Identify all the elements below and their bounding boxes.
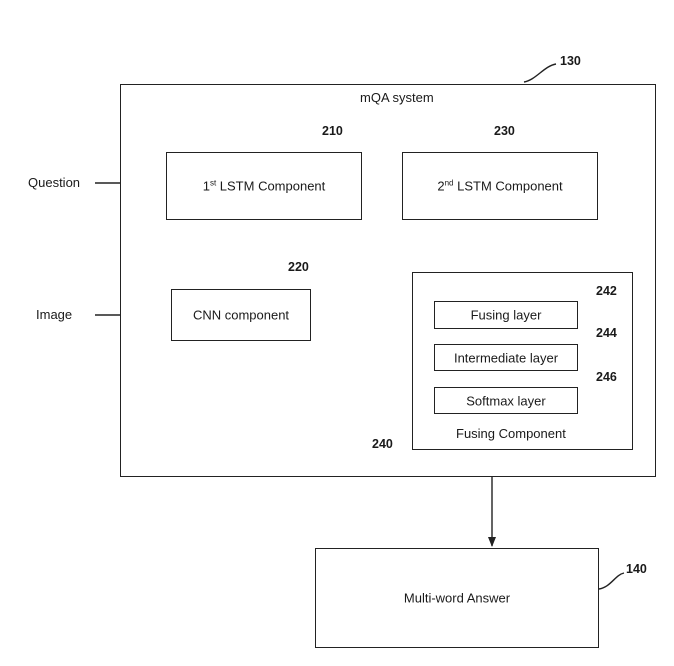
ref-220: 220 xyxy=(288,260,309,274)
fusing-component-label: Fusing Component xyxy=(456,426,566,441)
lstm2-label: 2nd LSTM Component xyxy=(437,178,563,194)
ref-140: 140 xyxy=(626,562,647,576)
image-label: Image xyxy=(36,307,73,322)
answer-label: Multi-word Answer xyxy=(403,590,511,606)
lstm1-label: 1st LSTM Component xyxy=(202,178,326,194)
fusing-layer-box: Fusing layer xyxy=(434,301,578,329)
ref-130: 130 xyxy=(560,54,581,68)
cnn-box: CNN component xyxy=(171,289,311,341)
softmax-layer-label: Softmax layer xyxy=(466,393,546,408)
leader-140 xyxy=(598,572,625,590)
ref-210: 210 xyxy=(322,124,343,138)
lstm2-box: 2nd LSTM Component xyxy=(402,152,598,220)
ref-240: 240 xyxy=(372,437,393,451)
ref-242: 242 xyxy=(596,284,617,298)
softmax-layer-box: Softmax layer xyxy=(434,387,578,414)
question-label: Question xyxy=(28,175,81,190)
ref-230: 230 xyxy=(494,124,515,138)
cnn-label: CNN component xyxy=(192,307,290,323)
fusing-layer-label: Fusing layer xyxy=(470,307,542,323)
ref-244: 244 xyxy=(596,326,617,340)
mqa-system-title: mQA system xyxy=(360,90,434,105)
answer-box: Multi-word Answer xyxy=(315,548,599,648)
ref-246: 246 xyxy=(596,370,617,384)
lstm1-box: 1st LSTM Component xyxy=(166,152,362,220)
leader-130 xyxy=(523,63,557,83)
intermediate-layer-box: Intermediate layer xyxy=(434,344,578,371)
intermediate-layer-label: Intermediate layer xyxy=(453,350,559,365)
